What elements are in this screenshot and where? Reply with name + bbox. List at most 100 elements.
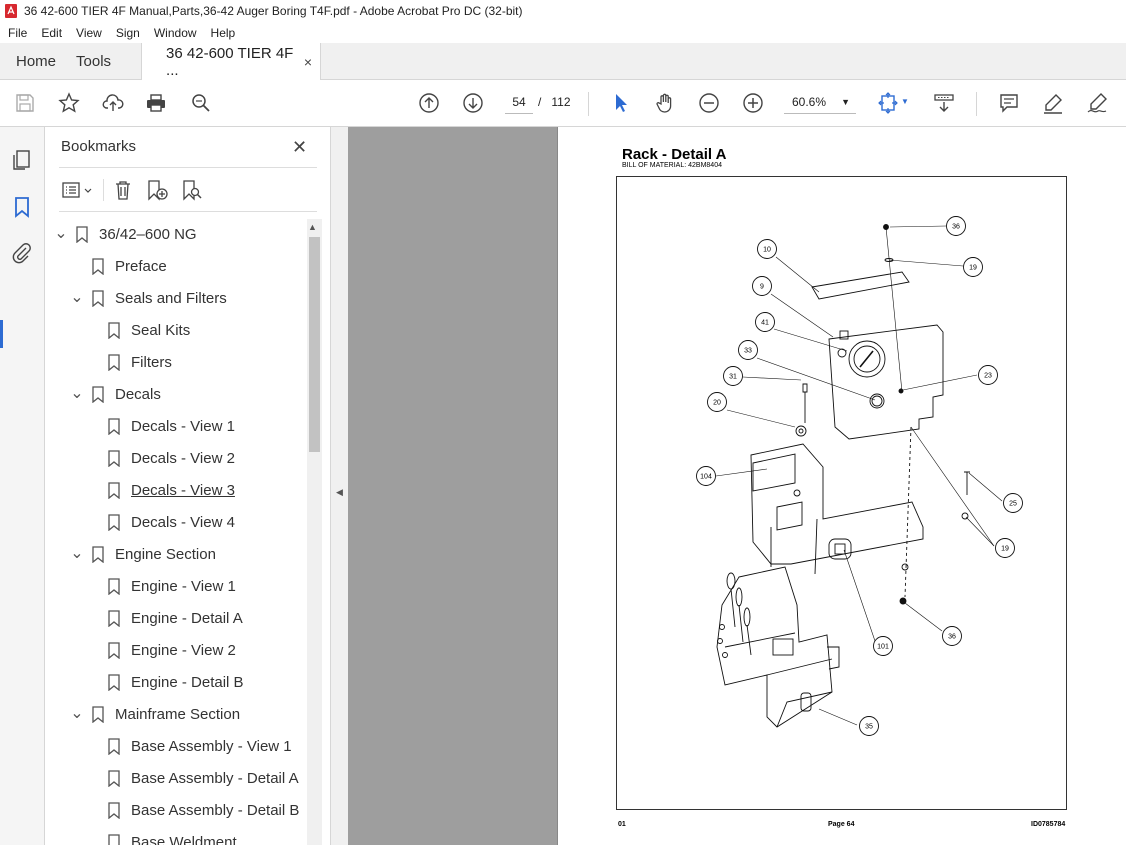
tab-close-icon[interactable]: ×: [303, 54, 313, 70]
chevron-down-icon[interactable]: ⌄: [70, 545, 84, 562]
bookmark-item[interactable]: Seal Kits: [85, 314, 190, 346]
comment-icon[interactable]: [997, 91, 1021, 115]
toolbar-divider: [976, 92, 977, 116]
bookmark-item[interactable]: Base Assembly - View 1: [85, 730, 292, 762]
fit-page-caret-icon[interactable]: ▼: [901, 97, 909, 106]
bookmark-item[interactable]: ⌄Mainframe Section: [69, 698, 240, 730]
tab-document[interactable]: 36 42-600 TIER 4F ... ×: [141, 43, 322, 81]
options-menu-icon[interactable]: [61, 179, 95, 201]
scroll-up-icon[interactable]: ▲: [308, 222, 317, 232]
chevron-down-icon[interactable]: ⌄: [54, 225, 68, 242]
chevron-down-icon[interactable]: ⌄: [70, 705, 84, 722]
bookmark-item[interactable]: Engine - View 1: [85, 570, 236, 602]
bookmark-icon: [108, 481, 120, 499]
bookmark-icon: [108, 417, 120, 435]
save-icon[interactable]: [13, 91, 37, 115]
menu-window[interactable]: Window: [153, 25, 197, 40]
menu-sign[interactable]: Sign: [115, 25, 140, 40]
fit-page-icon[interactable]: [876, 91, 900, 115]
attachments-icon[interactable]: [10, 241, 34, 265]
callout-number: 25: [1009, 501, 1017, 508]
select-arrow-icon[interactable]: [609, 91, 633, 115]
hand-icon[interactable]: [653, 91, 677, 115]
bookmark-item[interactable]: Engine - Detail B: [85, 666, 244, 698]
menu-file[interactable]: File: [8, 25, 28, 40]
upload-icon[interactable]: [101, 91, 125, 115]
acrobat-icon: [5, 4, 17, 18]
menu-help[interactable]: Help: [210, 25, 236, 40]
page-separator: /: [538, 95, 542, 109]
star-icon[interactable]: [57, 91, 81, 115]
zoom-in-icon[interactable]: [741, 91, 765, 115]
page-up-icon[interactable]: [417, 91, 441, 115]
page-footer-center: Page 64: [828, 821, 855, 828]
tab-tools-label: Tools: [76, 52, 112, 70]
bookmark-item[interactable]: Decals - View 2: [85, 442, 235, 474]
bookmark-item[interactable]: ⌄Decals: [69, 378, 161, 410]
page-thumbnails-icon[interactable]: [10, 148, 34, 172]
bookmark-icon: [108, 609, 120, 627]
bookmark-icon: [108, 577, 120, 595]
bookmark-item[interactable]: Decals - View 1: [85, 410, 235, 442]
plate-part: [811, 271, 910, 300]
bookmark-icon: [108, 321, 120, 339]
delete-bookmark-icon[interactable]: [112, 179, 134, 201]
bookmark-icon: [108, 737, 120, 755]
valve-bank-part: [716, 566, 833, 728]
page-number-input[interactable]: 54: [505, 90, 533, 114]
chevron-down-icon[interactable]: ⌄: [70, 289, 84, 306]
bookmark-item[interactable]: Preface: [69, 250, 167, 282]
bookmark-item[interactable]: Decals - View 4: [85, 506, 235, 538]
zoom-value: 60.6%: [792, 95, 827, 109]
callout-number: 19: [969, 265, 977, 272]
tools-divider: [103, 179, 104, 201]
bookmark-item[interactable]: Base Assembly - Detail A: [85, 762, 299, 794]
bookmark-item[interactable]: ⌄Seals and Filters: [69, 282, 227, 314]
chevron-down-icon[interactable]: ⌄: [70, 385, 84, 402]
page-total: / 112: [538, 90, 571, 114]
bookmark-item[interactable]: Engine - View 2: [85, 634, 236, 666]
panel-close-icon[interactable]: ✕: [292, 137, 308, 157]
bookmark-icon: [92, 289, 104, 307]
bookmark-item[interactable]: Base Weldment: [85, 826, 237, 845]
zoom-dropdown[interactable]: 60.6%▼: [784, 90, 856, 114]
find-bookmark-icon[interactable]: [180, 179, 204, 201]
bookmark-label: Filters: [131, 353, 172, 371]
bookmark-item[interactable]: Decals - View 3: [85, 474, 235, 506]
print-icon[interactable]: [144, 91, 168, 115]
bookmark-item[interactable]: Base Assembly - Detail B: [85, 794, 299, 826]
bookmark-item[interactable]: Engine - Detail A: [85, 602, 243, 634]
bookmark-label: Engine Section: [115, 545, 216, 563]
tab-tools[interactable]: Tools: [72, 43, 127, 79]
scroll-mode-icon[interactable]: [932, 91, 956, 115]
page-down-icon[interactable]: [461, 91, 485, 115]
menu-edit[interactable]: Edit: [41, 25, 63, 40]
panel-divider: [59, 167, 317, 168]
callout-number: 19: [1001, 546, 1009, 553]
drawing-frame: [616, 176, 1067, 810]
mount-bracket-part: [750, 443, 924, 565]
rail-active-indicator: [0, 320, 3, 348]
menu-view[interactable]: View: [76, 25, 102, 40]
bookmarks-panel-icon[interactable]: [10, 195, 34, 219]
callout-bubble: [738, 340, 758, 360]
collapse-panel-icon[interactable]: ◀: [336, 487, 343, 497]
panel-title: Bookmarks: [61, 138, 137, 155]
bookmark-label: Engine - Detail B: [131, 673, 244, 691]
panel-splitter[interactable]: ◀: [330, 127, 348, 845]
bookmark-item[interactable]: Filters: [85, 346, 172, 378]
callout-bubble: [946, 216, 966, 236]
callout-number: 20: [713, 400, 721, 407]
bookmark-item[interactable]: ⌄36/42–600 NG: [53, 218, 197, 250]
bookmark-item[interactable]: ⌄ Engine Section: [69, 538, 216, 570]
toolbar-divider: [588, 92, 589, 116]
bookmark-scroll-thumb[interactable]: [309, 237, 320, 452]
tab-home[interactable]: Home: [0, 43, 72, 79]
zoom-out-icon[interactable]: [697, 91, 721, 115]
find-icon[interactable]: [189, 91, 213, 115]
sign-icon[interactable]: [1085, 91, 1109, 115]
highlight-icon[interactable]: [1041, 91, 1065, 115]
new-bookmark-icon[interactable]: [145, 179, 169, 201]
callout-bubble: [978, 365, 998, 385]
